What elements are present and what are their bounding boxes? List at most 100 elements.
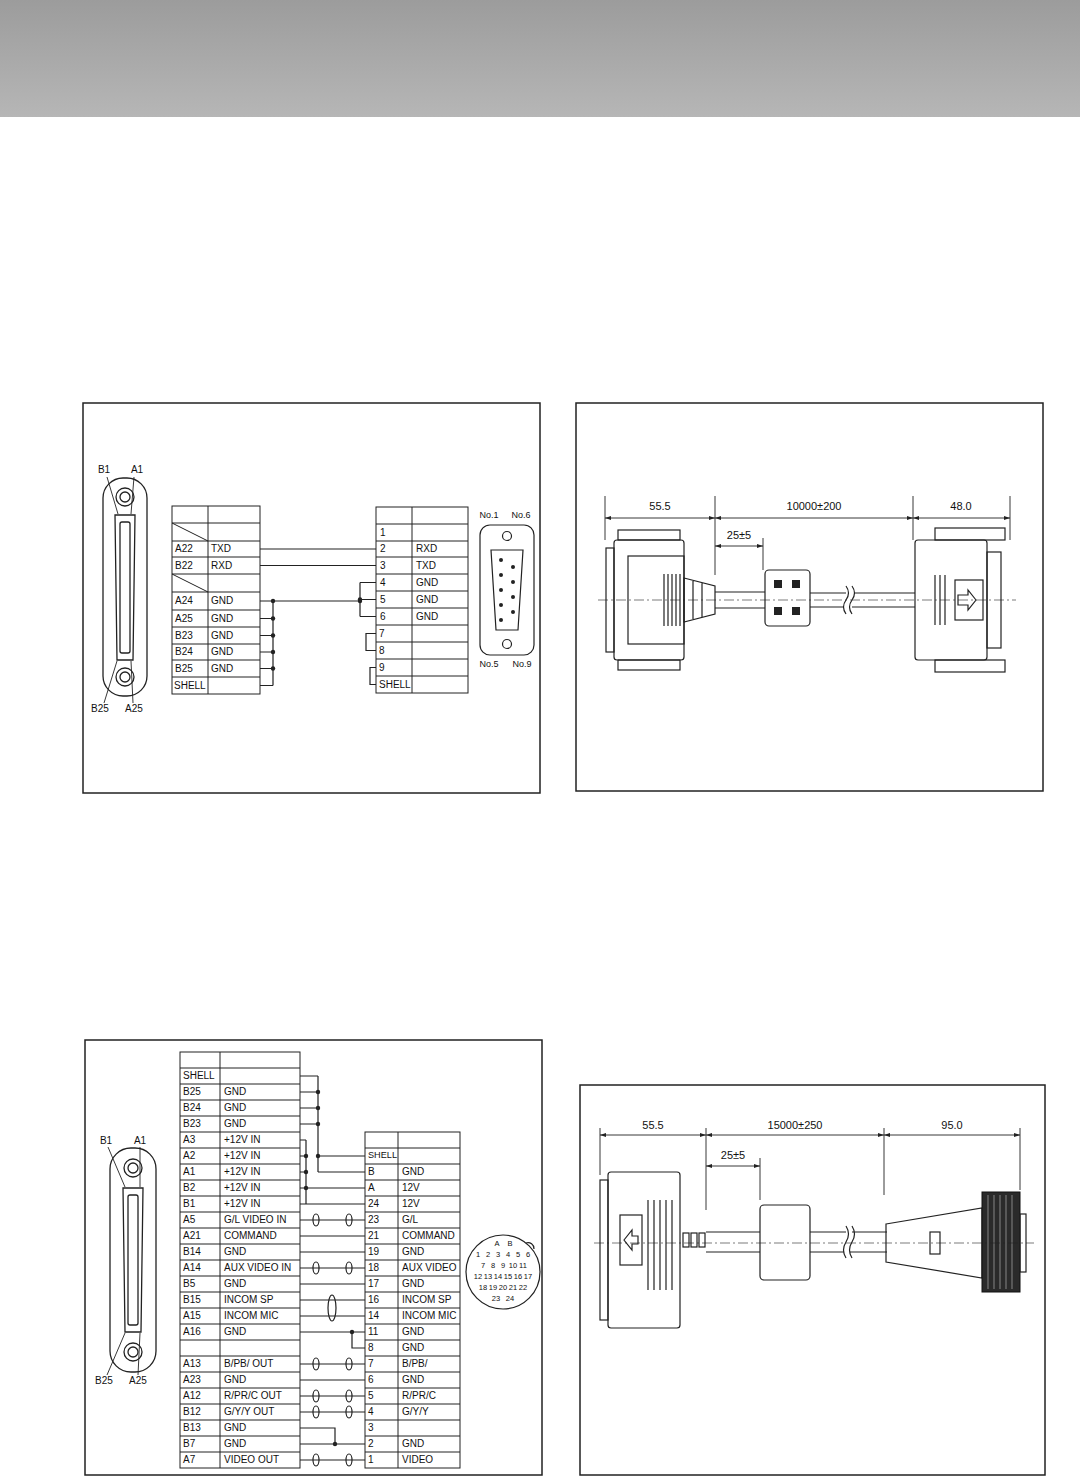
signal-name: AUX VIDEO IN [224,1263,291,1273]
signal-name: COMMAND [402,1231,455,1241]
signal-name: R/PR/C OUT [224,1391,282,1401]
dimension-label: 95.0 [941,1120,962,1131]
signal-name: GND [402,1279,424,1289]
pin-number: 17 [368,1279,379,1289]
wire-junction [271,597,362,670]
dimension-lines [600,1128,1020,1210]
signal-name: B/PB/ OUT [224,1359,273,1369]
pin-callout: B25 [91,704,109,714]
signal-name: RXD [416,544,437,554]
contact-number: 6 [526,1251,530,1259]
wiring [260,549,376,686]
contact-number: 1 [476,1251,480,1259]
signal-name: +12V IN [224,1183,260,1193]
pin-number: A5 [183,1215,195,1225]
round-connector [466,1235,540,1309]
signal-name: INCOM MIC [402,1311,456,1321]
signal-name: COMMAND [224,1231,277,1241]
signal-name: GND [211,664,233,674]
contact-number: 2 [486,1251,490,1259]
pin-number: 5 [368,1391,374,1401]
pin-number: 3 [368,1423,374,1433]
contact-number: 23 [492,1295,500,1303]
pin-number: B25 [175,664,193,674]
pin-number: 9 [379,663,385,673]
contact-number: 19 [489,1284,497,1292]
signal-name: GND [402,1343,424,1353]
pin-number: 8 [368,1343,374,1353]
signal-name: GND [416,578,438,588]
pin-number: SHELL [368,1151,397,1160]
pin-number: 14 [368,1311,379,1321]
contact-number: 7 [481,1262,485,1270]
signal-name: GND [224,1327,246,1337]
panel-frames [83,403,1045,1475]
signal-name: GND [402,1167,424,1177]
pin-callout: No.6 [511,511,530,520]
pin-number: 3 [380,561,386,571]
signal-name: GND [211,631,233,641]
pin-number: A7 [183,1455,195,1465]
signal-name: GND [402,1375,424,1385]
signal-name: GND [416,595,438,605]
pin-number: A2 [183,1151,195,1161]
signal-name: AUX VIDEO [402,1263,456,1273]
pin-number: B24 [183,1103,201,1113]
pin-number: A23 [183,1375,201,1385]
signal-name: GND [224,1375,246,1385]
pin-number: 11 [368,1327,378,1337]
pin-number: B24 [175,647,193,657]
pin-number: A24 [175,596,193,606]
signal-name: 12V [402,1199,420,1209]
pin-number: B23 [183,1119,201,1129]
dimension-label: 25±5 [727,530,751,541]
signal-name: 12V [402,1183,420,1193]
pin-number: 6 [368,1375,374,1385]
ferrite-marks [774,580,800,615]
wire-junction [304,1090,354,1446]
signal-name: GND [224,1439,246,1449]
signal-name: +12V IN [224,1167,260,1177]
pin-number: B14 [183,1247,201,1257]
signal-name: B/PB/ [402,1359,428,1369]
pin-number: 8 [379,646,385,656]
pin-number: 19 [368,1247,379,1257]
contact-number: 13 [484,1273,492,1281]
pin-number: A13 [183,1359,201,1369]
centerline [594,1243,1034,1244]
signal-name: INCOM SP [402,1295,451,1305]
knurled-ring [982,1192,1020,1292]
contact-number: 21 [509,1284,517,1292]
pin-number: 6 [380,612,386,622]
pin-callout: A1 [134,1136,146,1146]
contact-number: 3 [496,1251,500,1259]
pin-callout: B25 [95,1376,113,1386]
pin-number: B15 [183,1295,201,1305]
pin-number: B12 [183,1407,201,1417]
contact-number: 20 [499,1284,507,1292]
pin-number: B25 [183,1087,201,1097]
signal-name: VIDEO OUT [224,1455,279,1465]
dimension-lines [605,496,1010,575]
half-pitch-connector [107,1147,156,1375]
pin-callout: No.1 [479,511,498,520]
pin-table-grid [180,1052,460,1468]
signal-name: +12V IN [224,1199,260,1209]
dsub9-connector [480,525,534,655]
contact-number: 24 [506,1295,514,1303]
contact-number: 10 [509,1262,517,1270]
signal-name: +12V IN [224,1151,260,1161]
signal-name: GND [224,1119,246,1129]
pin-number: A12 [183,1391,201,1401]
contact-number: 14 [494,1273,502,1281]
contact-number: 12 [474,1273,482,1281]
signal-name: GND [224,1279,246,1289]
contact-number: 16 [514,1273,522,1281]
contact-number: B [507,1240,512,1248]
signal-name: GND [211,596,233,606]
pin-number: B23 [175,631,193,641]
wiring [300,1076,365,1466]
pin-number: 7 [379,629,385,639]
dimension-label: 15000±250 [768,1120,823,1131]
